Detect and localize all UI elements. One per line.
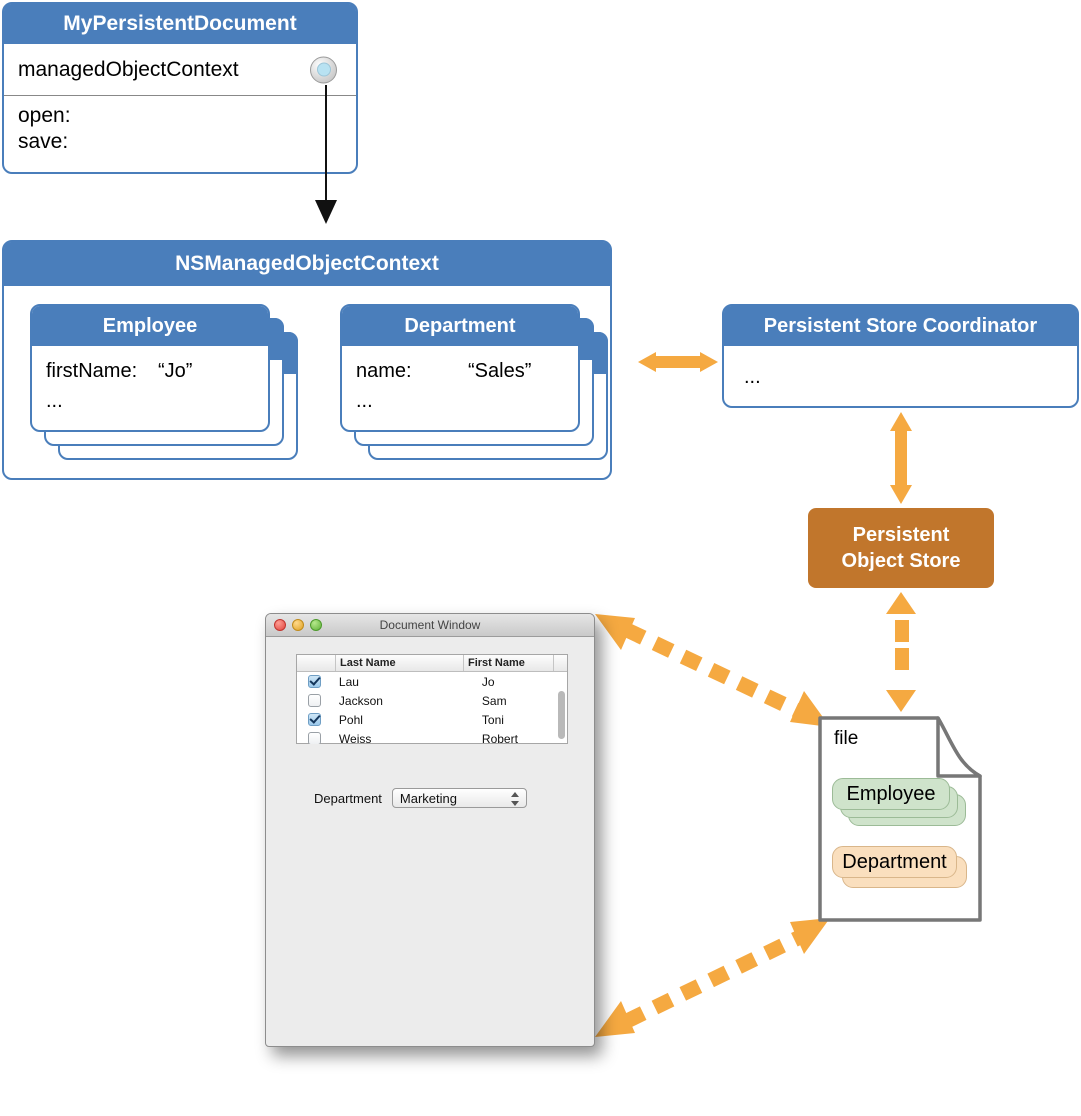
department-field-row: Department Marketing bbox=[314, 788, 564, 808]
table-scrollbar[interactable] bbox=[557, 689, 566, 743]
row-checkbox[interactable] bbox=[308, 713, 322, 726]
file-icon: file Employee Department bbox=[818, 716, 982, 922]
cell-last-name: Lau bbox=[338, 674, 359, 689]
managed-object-context-title: NSManagedObjectContext bbox=[4, 242, 610, 286]
employees-table[interactable]: Last Name First Name Lau Jo Jackson Sam … bbox=[296, 654, 568, 744]
property-label: managedObjectContext bbox=[18, 58, 239, 81]
managed-object-context-box: NSManagedObjectContext Employee firstNam… bbox=[2, 240, 612, 480]
traffic-lights[interactable] bbox=[274, 619, 322, 631]
file-department-stack: Department bbox=[832, 846, 967, 894]
table-row[interactable]: Weiss Robert bbox=[297, 729, 567, 744]
persistent-object-store-line1: Persistent bbox=[852, 524, 950, 546]
cell-first-name: Sam bbox=[481, 693, 507, 708]
table-header-row: Last Name First Name bbox=[297, 655, 567, 672]
employee-attr-value: “Jo” bbox=[158, 360, 193, 382]
department-attr-key: name: bbox=[356, 360, 412, 382]
department-card-front: Department name: “Sales” ... bbox=[340, 304, 580, 432]
my-persistent-document-body: managedObjectContext open: save: bbox=[4, 44, 356, 163]
property-row: managedObjectContext bbox=[4, 44, 356, 96]
cell-first-name: Robert bbox=[481, 731, 518, 745]
persistent-store-coordinator-body: ... bbox=[744, 366, 761, 388]
my-persistent-document-title: MyPersistentDocument bbox=[4, 4, 356, 44]
cell-first-name: Toni bbox=[481, 712, 504, 727]
document-to-context-arrowhead bbox=[315, 200, 337, 224]
store-to-file-arrow bbox=[886, 592, 916, 712]
department-card-body: name: “Sales” ... bbox=[342, 346, 578, 416]
department-entity-stack: Department name: “Sales” ... bbox=[340, 304, 608, 460]
employee-entity-stack: Employee firstName: “Jo” ... bbox=[30, 304, 298, 460]
persistent-object-store-box: Persistent Object Store bbox=[808, 508, 994, 588]
socket-icon bbox=[310, 56, 337, 83]
window-to-file-top-arrow bbox=[595, 614, 830, 727]
row-checkbox[interactable] bbox=[308, 675, 322, 688]
cell-last-name: Pohl bbox=[338, 712, 363, 727]
table-row[interactable]: Jackson Sam bbox=[297, 691, 567, 710]
column-header-first-name[interactable]: First Name bbox=[463, 655, 553, 671]
cell-last-name: Jackson bbox=[338, 693, 383, 708]
coordinator-to-store-arrow bbox=[890, 412, 912, 504]
stepper-icon[interactable] bbox=[510, 791, 520, 807]
employee-card-body: firstName: “Jo” ... bbox=[32, 346, 268, 416]
file-employee-pill-front: Employee bbox=[832, 778, 950, 810]
persistent-store-coordinator-title: Persistent Store Coordinator bbox=[724, 306, 1077, 346]
employee-card-front: Employee firstName: “Jo” ... bbox=[30, 304, 270, 432]
department-attr-value: “Sales” bbox=[468, 360, 532, 382]
persistent-store-coordinator-box: Persistent Store Coordinator ... bbox=[722, 304, 1079, 408]
document-to-context-line bbox=[325, 85, 327, 205]
employee-attr-key: firstName: bbox=[46, 360, 138, 382]
methods-list: open: save: bbox=[4, 96, 356, 163]
department-card-title: Department bbox=[342, 306, 578, 346]
table-row[interactable]: Lau Jo bbox=[297, 672, 567, 691]
window-title: Document Window bbox=[379, 618, 481, 632]
column-header-spacer[interactable] bbox=[553, 655, 567, 671]
department-label: Department bbox=[314, 790, 382, 806]
file-employee-stack: Employee bbox=[832, 778, 966, 826]
table-body[interactable]: Lau Jo Jackson Sam Pohl Toni Weiss Rober… bbox=[297, 672, 567, 744]
department-selected-value: Marketing bbox=[399, 791, 457, 806]
my-persistent-document-box: MyPersistentDocument managedObjectContex… bbox=[2, 2, 358, 174]
row-checkbox[interactable] bbox=[308, 732, 322, 744]
employee-card-title: Employee bbox=[32, 306, 268, 346]
zoom-button[interactable] bbox=[310, 619, 322, 631]
context-to-coordinator-arrow bbox=[638, 352, 718, 372]
file-department-pill-front: Department bbox=[832, 846, 957, 878]
method-save: save: bbox=[18, 130, 69, 153]
minimize-button[interactable] bbox=[292, 619, 304, 631]
persistent-object-store-line2: Object Store bbox=[841, 550, 961, 572]
window-to-file-bottom-arrow bbox=[595, 918, 830, 1037]
column-header-last-name[interactable]: Last Name bbox=[335, 655, 463, 671]
cell-first-name: Jo bbox=[481, 674, 495, 689]
department-ellipsis: ... bbox=[356, 390, 373, 412]
file-label: file bbox=[834, 728, 859, 749]
column-header-checkbox[interactable] bbox=[297, 655, 335, 671]
cell-last-name: Weiss bbox=[338, 731, 372, 745]
department-popup-button[interactable]: Marketing bbox=[391, 788, 527, 808]
window-titlebar[interactable]: Document Window bbox=[266, 614, 594, 637]
table-row[interactable]: Pohl Toni bbox=[297, 710, 567, 729]
method-open: open: bbox=[18, 104, 71, 127]
row-checkbox[interactable] bbox=[308, 694, 322, 707]
document-window[interactable]: Document Window Last Name First Name Lau… bbox=[265, 613, 595, 1047]
employee-ellipsis: ... bbox=[46, 390, 63, 412]
close-button[interactable] bbox=[274, 619, 286, 631]
